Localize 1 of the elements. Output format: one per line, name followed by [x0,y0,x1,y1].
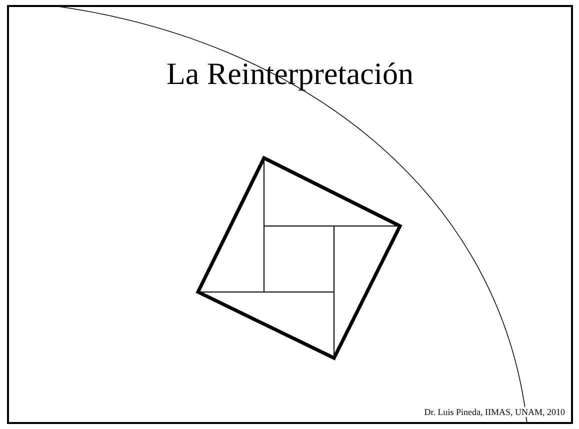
footer-credit: Dr. Luis Pineda, IIMAS, UNAM, 2010 [424,407,565,417]
